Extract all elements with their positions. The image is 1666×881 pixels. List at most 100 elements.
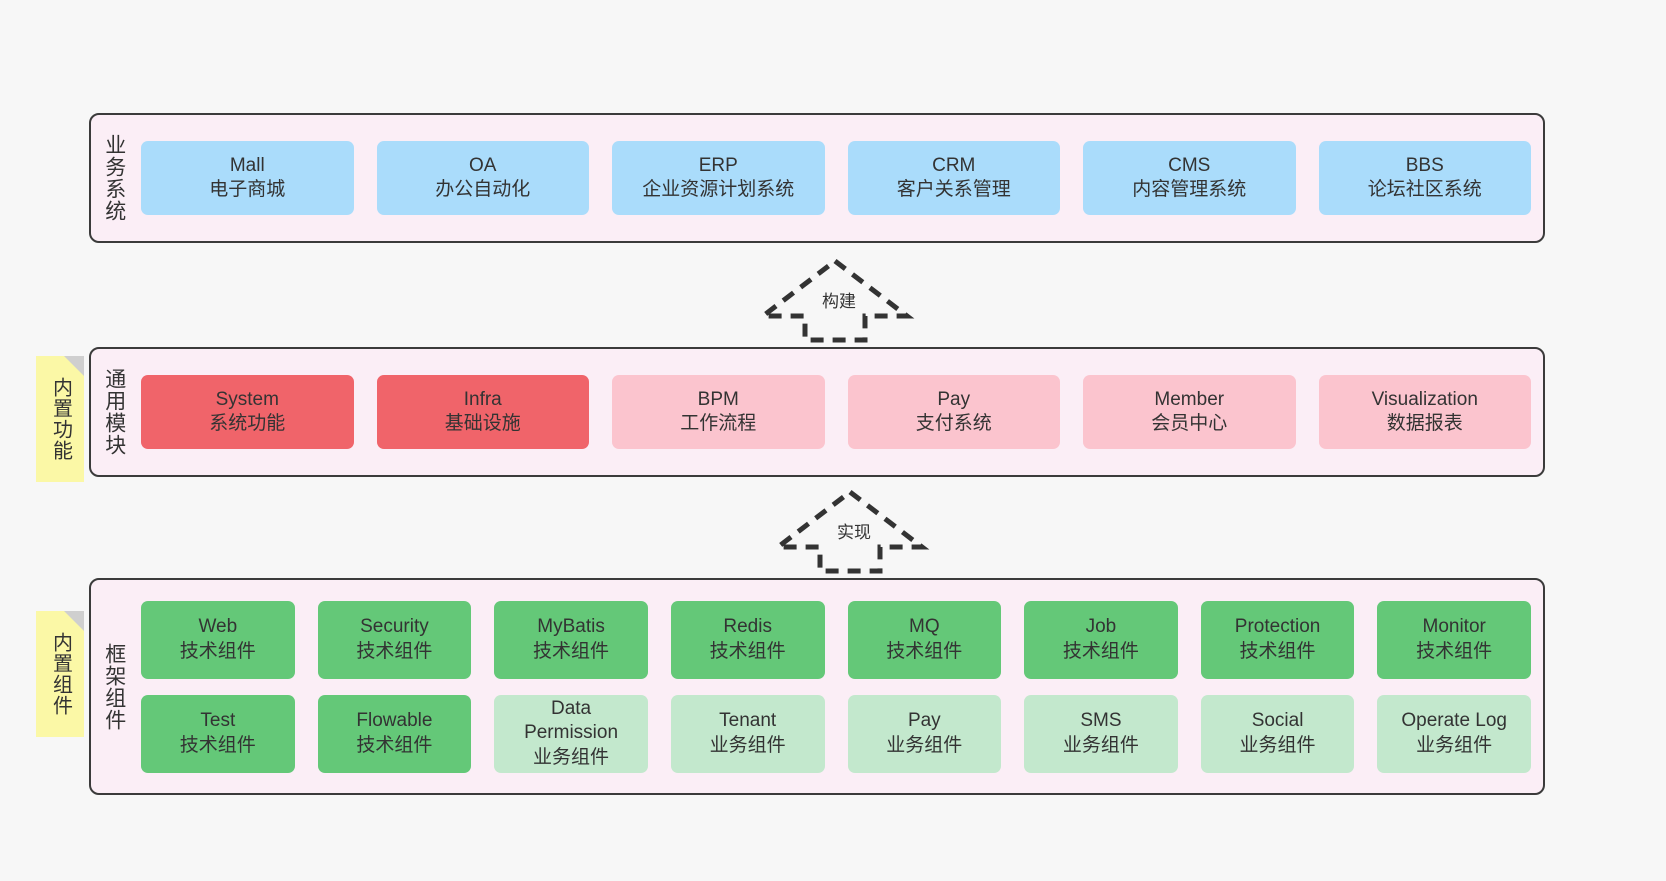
card-title-cn: 企业资源计划系统 (642, 179, 795, 200)
card-title-cn: 技术组件 (533, 640, 610, 662)
card-test[interactable]: Test 技术组件 (141, 694, 295, 773)
card-system[interactable]: System 系统功能 (141, 375, 354, 449)
card-title-en: Member (1154, 388, 1225, 410)
layer-title-business: 业务系统 (102, 134, 126, 222)
card-title-cn: 会员中心 (1151, 413, 1228, 434)
card-title-en: Flowable (356, 710, 433, 732)
card-mall[interactable]: Mall 电子商城 (141, 141, 354, 215)
card-job[interactable]: Job 技术组件 (1024, 600, 1178, 679)
arrow-implement-label: 实现 (837, 523, 871, 542)
card-title-en: Mall (229, 154, 265, 176)
card-title-en: Protection (1234, 616, 1321, 638)
card-title-cn: 技术组件 (179, 640, 256, 662)
card-title-en: Data Permission (524, 698, 619, 744)
card-title-en: Pay (937, 388, 971, 410)
card-title-en: Security (360, 616, 429, 638)
folded-corner-icon (64, 356, 84, 376)
card-pay-business[interactable]: Pay 业务组件 (847, 694, 1002, 773)
card-title-en: System (215, 388, 279, 410)
card-bpm[interactable]: BPM 工作流程 (612, 375, 825, 449)
card-title-cn: 内容管理系统 (1132, 179, 1247, 200)
layer-framework-components: 框架组件 Web 技术组件 Security 技术组件 MyBatis 技术组件… (89, 578, 1545, 795)
card-title-en: Job (1085, 616, 1117, 638)
card-flowable[interactable]: Flowable 技术组件 (317, 694, 472, 773)
card-title-en: Social (1251, 710, 1304, 732)
card-erp[interactable]: ERP 企业资源计划系统 (612, 141, 825, 215)
card-title-cn: 业务组件 (1416, 734, 1493, 756)
card-cms[interactable]: CMS 内容管理系统 (1083, 141, 1296, 215)
card-title-cn: 基础设施 (444, 413, 521, 434)
sticky-note-label: 内置功能 (49, 377, 72, 461)
card-title-en: CMS (1168, 154, 1211, 176)
card-visualization[interactable]: Visualization 数据报表 (1318, 375, 1531, 449)
card-title-cn: 业务组件 (709, 734, 786, 756)
card-title-en: OA (469, 154, 497, 176)
layer-body-framework: Web 技术组件 Security 技术组件 MyBatis 技术组件 Redi… (137, 580, 1543, 793)
arrow-build-label: 构建 (822, 292, 856, 311)
card-title-en: Visualization (1371, 388, 1478, 410)
card-title-en: Pay (907, 710, 941, 732)
card-title-cn: 工作流程 (680, 413, 757, 434)
card-pay[interactable]: Pay 支付系统 (847, 375, 1060, 449)
layer-title-common: 通用模块 (102, 368, 126, 456)
card-monitor[interactable]: Monitor 技术组件 (1377, 600, 1531, 679)
card-bbs[interactable]: BBS 论坛社区系统 (1318, 141, 1531, 215)
card-protection[interactable]: Protection 技术组件 (1200, 600, 1355, 679)
card-redis[interactable]: Redis 技术组件 (670, 600, 825, 679)
card-title-cn: 办公自动化 (435, 179, 531, 200)
layer-body-business: Mall 电子商城 OA 办公自动化 ERP 企业资源计划系统 CRM 客户关系… (137, 115, 1543, 241)
card-title-en: Web (198, 616, 238, 638)
card-tenant[interactable]: Tenant 业务组件 (670, 694, 825, 773)
arrow-implement-icon (770, 488, 930, 574)
card-title-cn: 技术组件 (1062, 640, 1139, 662)
card-title-en: ERP (698, 154, 738, 176)
sticky-note-builtin-features: 内置功能 (36, 356, 84, 482)
card-row: Test 技术组件 Flowable 技术组件 Data Permission … (141, 694, 1531, 773)
card-sms[interactable]: SMS 业务组件 (1024, 694, 1178, 773)
card-title-en: Infra (463, 388, 502, 410)
card-title-en: MQ (909, 616, 940, 638)
arrow-implement: 实现 (770, 488, 930, 574)
card-title-en: BBS (1405, 154, 1444, 176)
sticky-note-label: 内置组件 (49, 632, 72, 716)
card-title-cn: 技术组件 (1239, 640, 1316, 662)
card-data-permission[interactable]: Data Permission 业务组件 (494, 694, 648, 773)
card-title-en: Operate Log (1401, 710, 1507, 732)
arrow-build: 构建 (755, 257, 915, 343)
layer-common-modules: 通用模块 System 系统功能 Infra 基础设施 BPM 工作流程 Pay… (89, 347, 1545, 477)
card-title-en: BPM (697, 388, 739, 410)
card-title-cn: 系统功能 (209, 413, 286, 434)
card-title-cn: 技术组件 (356, 734, 433, 756)
card-title-en: MyBatis (537, 616, 605, 638)
card-title-cn: 技术组件 (709, 640, 786, 662)
card-title-cn: 技术组件 (886, 640, 963, 662)
card-crm[interactable]: CRM 客户关系管理 (847, 141, 1060, 215)
card-title-cn: 论坛社区系统 (1367, 179, 1482, 200)
card-web[interactable]: Web 技术组件 (141, 600, 295, 679)
card-title-cn: 支付系统 (915, 413, 992, 434)
layer-body-common: System 系统功能 Infra 基础设施 BPM 工作流程 Pay 支付系统… (137, 349, 1543, 475)
card-operate-log[interactable]: Operate Log 业务组件 (1377, 694, 1531, 773)
card-row: Mall 电子商城 OA 办公自动化 ERP 企业资源计划系统 CRM 客户关系… (141, 141, 1531, 215)
card-row: System 系统功能 Infra 基础设施 BPM 工作流程 Pay 支付系统… (141, 375, 1531, 449)
card-security[interactable]: Security 技术组件 (317, 600, 472, 679)
card-title-cn: 数据报表 (1386, 413, 1463, 434)
arrow-build-icon (755, 257, 915, 343)
card-title-cn: 客户关系管理 (896, 179, 1011, 200)
card-row: Web 技术组件 Security 技术组件 MyBatis 技术组件 Redi… (141, 600, 1531, 679)
card-mybatis[interactable]: MyBatis 技术组件 (494, 600, 648, 679)
folded-corner-icon (64, 611, 84, 631)
card-title-cn: 技术组件 (356, 640, 433, 662)
card-social[interactable]: Social 业务组件 (1200, 694, 1355, 773)
layer-business-systems: 业务系统 Mall 电子商城 OA 办公自动化 ERP 企业资源计划系统 CRM… (89, 113, 1545, 243)
card-oa[interactable]: OA 办公自动化 (376, 141, 589, 215)
card-member[interactable]: Member 会员中心 (1083, 375, 1296, 449)
card-title-cn: 技术组件 (179, 734, 256, 756)
card-infra[interactable]: Infra 基础设施 (376, 375, 589, 449)
card-title-en: Test (200, 710, 236, 732)
card-title-cn: 业务组件 (1062, 734, 1139, 756)
card-title-en: Redis (723, 616, 772, 638)
card-title-en: Monitor (1422, 616, 1486, 638)
layer-title-framework: 框架组件 (102, 642, 126, 731)
card-mq[interactable]: MQ 技术组件 (847, 600, 1002, 679)
